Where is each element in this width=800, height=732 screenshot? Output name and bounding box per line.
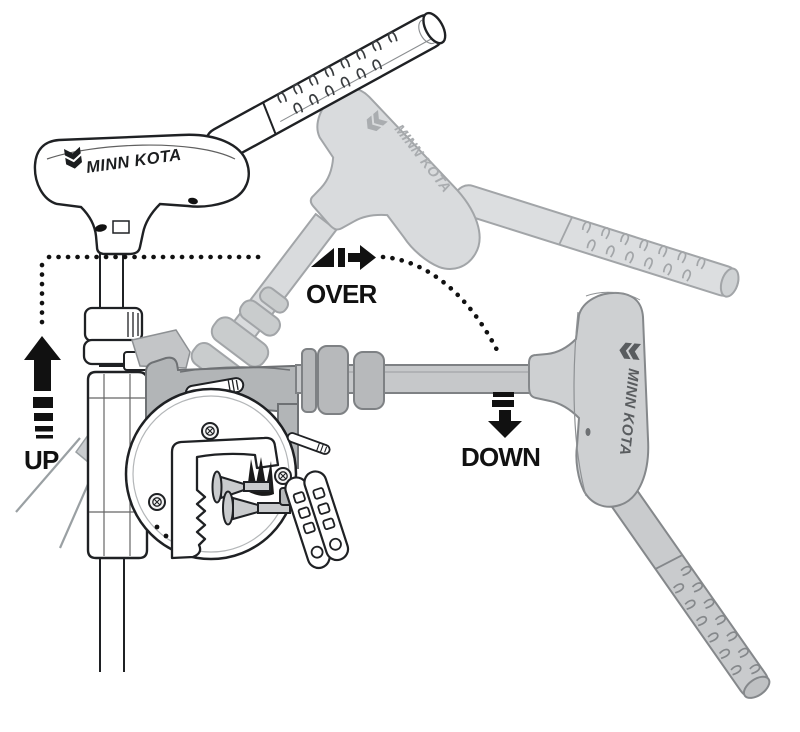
stowed-motor-assembly: MINN KOTA [295, 291, 771, 699]
stowed-handle [607, 480, 771, 699]
down-arrow-group: DOWN [461, 392, 541, 472]
screw-head-icon [274, 467, 292, 485]
over-arrow-group: OVER [306, 245, 378, 309]
ratchet-lever [284, 470, 350, 570]
clamp-screw-upper [211, 470, 271, 504]
clamp-screw-lower [222, 490, 291, 526]
screw-head-icon [148, 493, 166, 511]
clamp-c-channel [170, 436, 280, 560]
deployed-motor-assembly: MINN KOTA [33, 11, 447, 256]
dotted-motion-path-icon [39, 254, 502, 357]
plate-dot [154, 524, 160, 530]
motor-shaft-lower [99, 552, 125, 672]
stowed-handle-end-cap [742, 675, 771, 699]
over-arrow-icon [311, 245, 376, 270]
ghost-lower-lever [131, 329, 191, 369]
motor-handle-end-cap [422, 11, 447, 45]
ghost-handle [453, 184, 740, 298]
up-arrow-icon [24, 336, 61, 439]
down-arrow-icon [488, 392, 522, 438]
down-label: DOWN [461, 442, 540, 472]
ghost-handle-end-cap [719, 267, 740, 298]
stowed-shaft-collars [301, 345, 385, 415]
stowed-head-mark [585, 428, 591, 436]
motion-path-down-dotted [380, 254, 502, 357]
up-arrow-group: UP [24, 336, 61, 475]
plate-dot [163, 533, 169, 539]
stow-latch-hook [286, 432, 331, 455]
up-label: UP [24, 445, 59, 475]
screw-head-icon [201, 422, 219, 440]
over-label: OVER [306, 279, 378, 309]
